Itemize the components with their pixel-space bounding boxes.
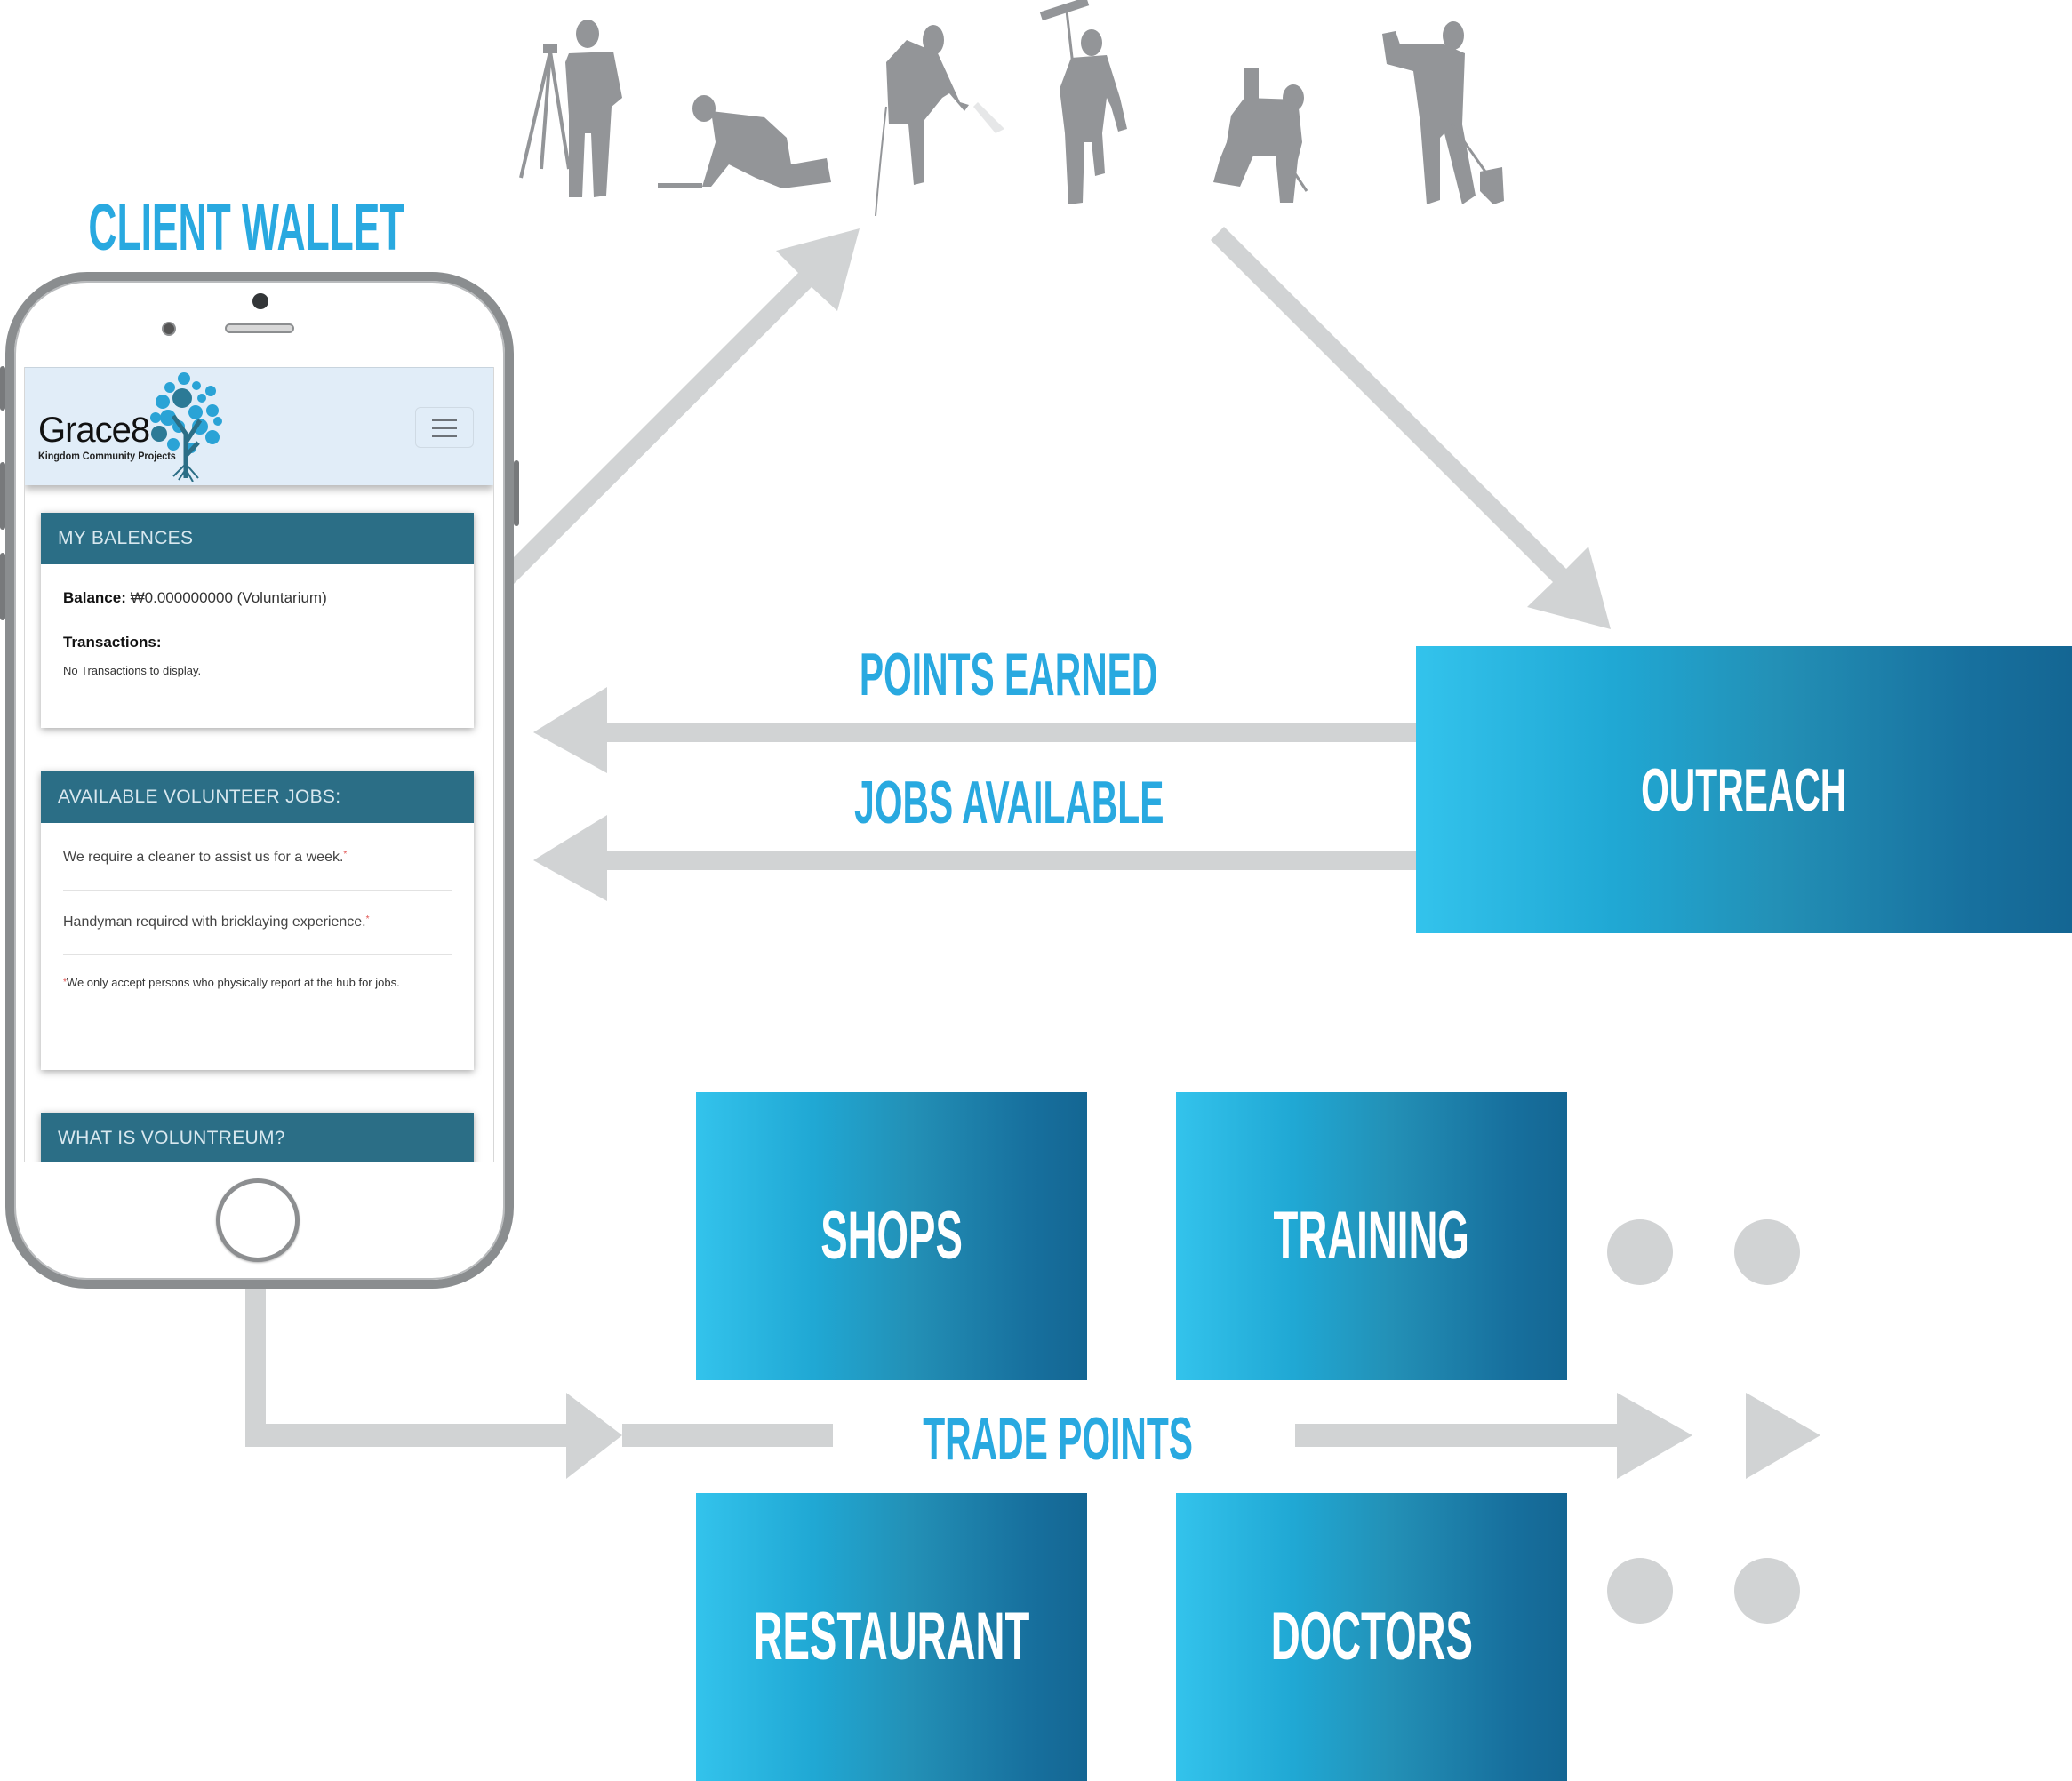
jobs-card-header: AVAILABLE VOLUNTEER JOBS:: [41, 771, 474, 823]
front-camera-icon: [252, 293, 268, 309]
home-button[interactable]: [216, 1178, 300, 1262]
trade-points-label: TRADE POINTS: [853, 1408, 1262, 1470]
brand-tagline: Kingdom Community Projects: [38, 450, 176, 462]
partner-label: TRAINING: [1273, 1198, 1470, 1274]
trade-points-text: TRADE POINTS: [923, 1405, 1193, 1473]
footnote-marker: *: [63, 978, 67, 987]
trade-shaft-left: [622, 1424, 833, 1447]
client-wallet-title-text: CLIENT WALLET: [88, 190, 404, 264]
job-item-text: Handyman required with bricklaying exper…: [63, 914, 366, 930]
job-divider: [63, 890, 452, 891]
more-dot-icon: [1607, 1219, 1673, 1285]
phone-side-button-right: [514, 460, 519, 526]
transactions-empty: No Transactions to display.: [63, 664, 202, 677]
job-item[interactable]: We require a cleaner to assist us for a …: [63, 850, 347, 866]
jobs-footnote: *We only accept persons who physically r…: [63, 970, 452, 996]
required-marker: *: [365, 914, 370, 924]
partner-label: DOCTORS: [1270, 1599, 1473, 1674]
balance-label: Balance:: [63, 589, 126, 606]
phone-screen: Grace8 Kingdom Community Projects MY BAL…: [24, 367, 494, 1162]
arrow-trade-more: [1746, 1393, 1820, 1479]
more-dot-icon: [1607, 1558, 1673, 1624]
connector-phone-to-trade: [245, 1289, 622, 1479]
arrow-points-earned: [533, 687, 1416, 773]
app-header: Grace8 Kingdom Community Projects: [25, 367, 493, 485]
worker-carpenter-icon: [1213, 68, 1308, 203]
client-wallet-title: CLIENT WALLET: [53, 190, 439, 264]
footnote-text: We only accept persons who physically re…: [66, 976, 400, 989]
tree-logo-icon: [150, 372, 222, 482]
points-earned-text: POINTS EARNED: [860, 641, 1158, 708]
partner-box-training: TRAINING: [1176, 1092, 1567, 1380]
required-marker: *: [343, 850, 348, 859]
points-earned-label: POINTS EARNED: [800, 643, 1218, 706]
hamburger-icon: [432, 418, 457, 437]
balances-card: MY BALENCES Balance: ₩0.000000000 (Volun…: [41, 513, 474, 728]
arrow-jobs-available: [533, 815, 1416, 901]
partner-box-doctors: DOCTORS: [1176, 1493, 1567, 1781]
partner-box-restaurant: RESTAURANT: [696, 1493, 1087, 1781]
worker-tiler-icon: [658, 95, 831, 188]
workers-group: [519, 0, 1504, 217]
worker-painter-icon: [875, 25, 1004, 217]
jobs-available-label: JOBS AVAILABLE: [800, 771, 1218, 834]
earpiece-speaker-icon: [225, 323, 294, 333]
jobs-card: AVAILABLE VOLUNTEER JOBS: We require a c…: [41, 771, 474, 1070]
worker-cleaner-icon: [1039, 0, 1127, 204]
about-card-header[interactable]: WHAT IS VOLUNTREUM?: [41, 1113, 474, 1162]
outreach-label: OUTREACH: [1641, 755, 1847, 824]
worker-surveyor-icon: [519, 20, 622, 197]
job-divider: [63, 954, 452, 955]
balance-value: ₩0.000000000 (Voluntarium): [130, 589, 327, 606]
arrow-to-outreach: [1211, 227, 1611, 629]
brand-name: Grace8: [38, 411, 150, 450]
arrow-trade-points-right: [1295, 1393, 1692, 1479]
balances-card-header: MY BALENCES: [41, 513, 474, 564]
jobs-available-text: JOBS AVAILABLE: [853, 769, 1164, 836]
partner-label: RESTAURANT: [753, 1599, 1030, 1674]
partner-box-shops: SHOPS: [696, 1092, 1087, 1380]
menu-toggle-button[interactable]: [415, 407, 474, 448]
more-dot-icon: [1734, 1558, 1800, 1624]
outreach-box: OUTREACH: [1416, 646, 2072, 933]
transactions-label: Transactions:: [63, 634, 162, 651]
about-card: WHAT IS VOLUNTREUM?: [41, 1113, 474, 1162]
more-dot-icon: [1734, 1219, 1800, 1285]
job-item[interactable]: Handyman required with bricklaying exper…: [63, 914, 370, 930]
worker-digger-icon: [1382, 21, 1504, 204]
partner-label: SHOPS: [820, 1198, 963, 1274]
balance-row: Balance: ₩0.000000000 (Voluntarium): [63, 589, 327, 607]
proximity-sensor-icon: [162, 322, 176, 336]
job-item-text: We require a cleaner to assist us for a …: [63, 850, 344, 865]
phone-side-button-left-1: [0, 366, 5, 411]
phone-side-button-left-3: [0, 553, 5, 620]
phone-side-button-left-2: [0, 462, 5, 530]
arrow-to-workers: [514, 228, 860, 584]
transactions-label-text: Transactions:: [63, 634, 162, 651]
